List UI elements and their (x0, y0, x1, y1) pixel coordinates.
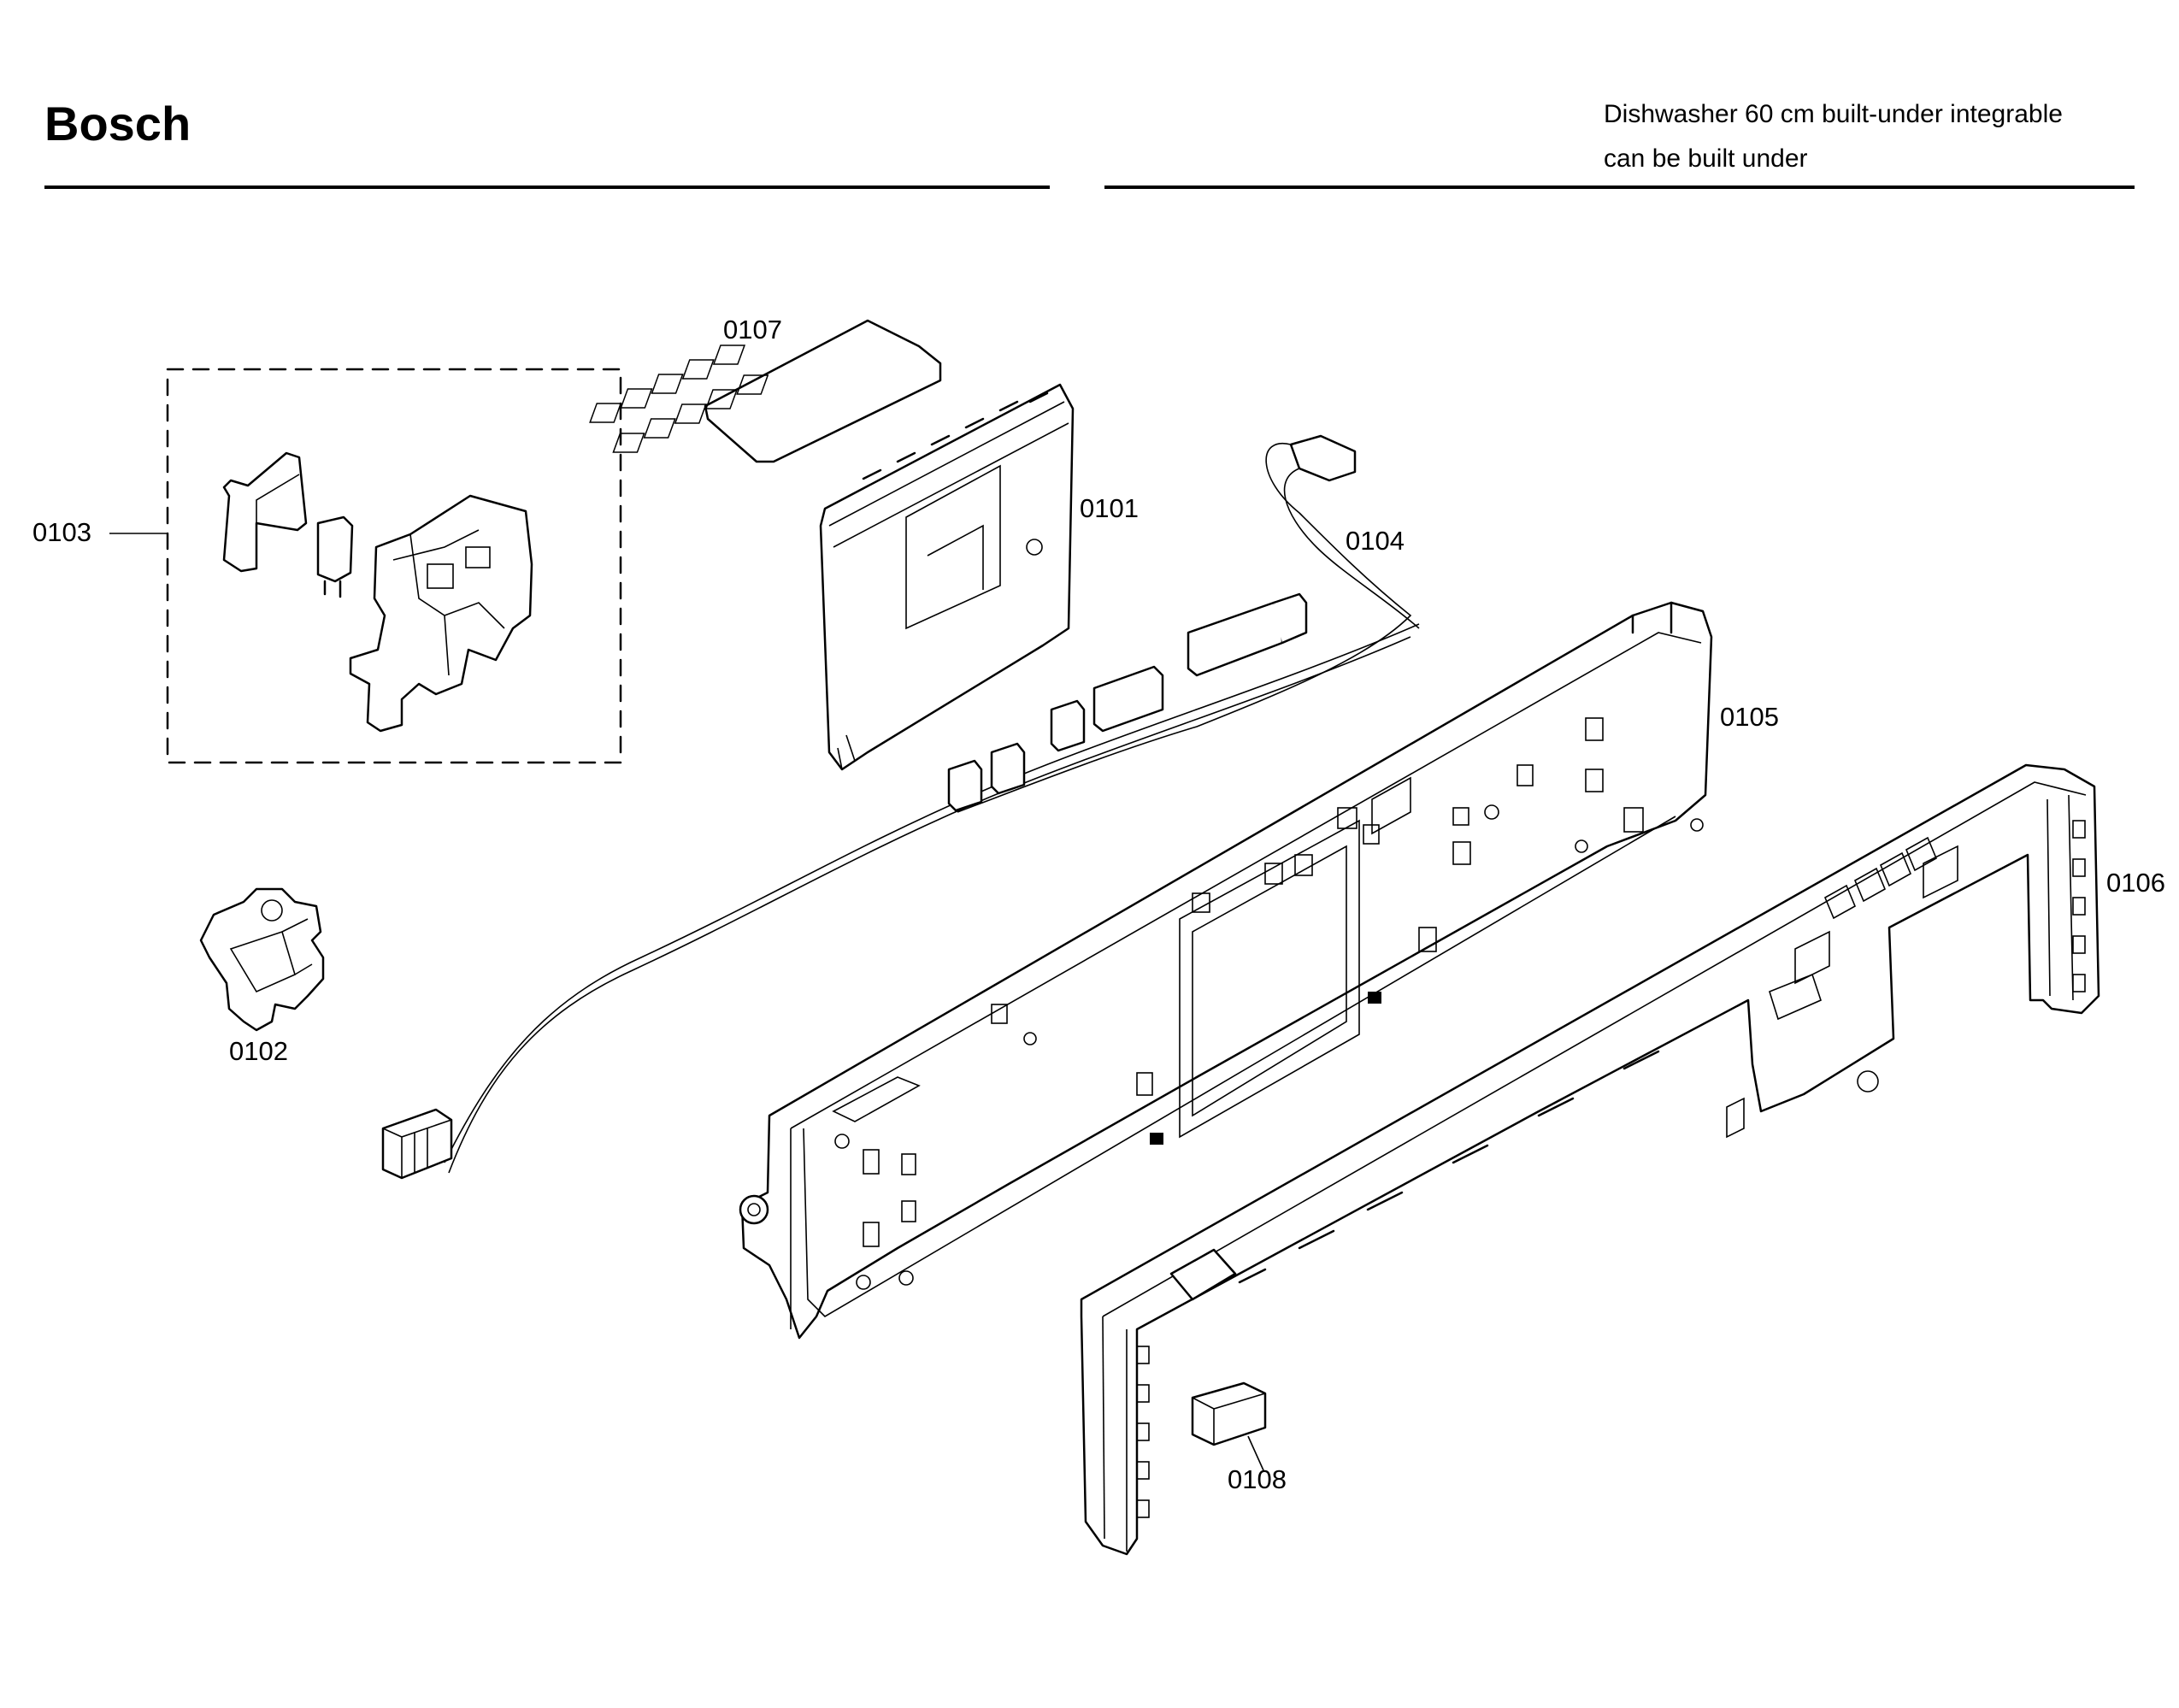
brand-title: Bosch (44, 97, 191, 150)
label-0104: 0104 (1346, 526, 1405, 556)
part-0102-valve (199, 887, 325, 1032)
part-0106-fascia-panel (1080, 763, 2100, 1556)
label-0103: 0103 (32, 517, 91, 547)
label-0101: 0101 (1080, 493, 1139, 523)
part-0101-control-module (819, 383, 1075, 771)
subtitle-line-1: Dishwasher 60 cm built-under integrable (1604, 100, 2063, 128)
label-0108: 0108 (1228, 1464, 1287, 1494)
label-0102: 0102 (229, 1036, 288, 1066)
part-0103-assembly (109, 368, 622, 764)
header-rule-left (44, 186, 1050, 189)
part-0107-keypad-mat (589, 319, 942, 463)
model-description: Dishwasher 60 cm built-under integrable … (1604, 92, 2063, 181)
label-0106: 0106 (2106, 868, 2165, 898)
subtitle-line-2: can be built under (1604, 144, 1808, 173)
part-0105-control-panel-frame (739, 601, 1713, 1340)
label-0107: 0107 (723, 315, 782, 345)
label-0105: 0105 (1720, 702, 1779, 732)
header-rule-right (1104, 186, 2135, 189)
part-0104-wiring-harness (381, 434, 1420, 1180)
part-0108-block (1191, 1381, 1267, 1471)
